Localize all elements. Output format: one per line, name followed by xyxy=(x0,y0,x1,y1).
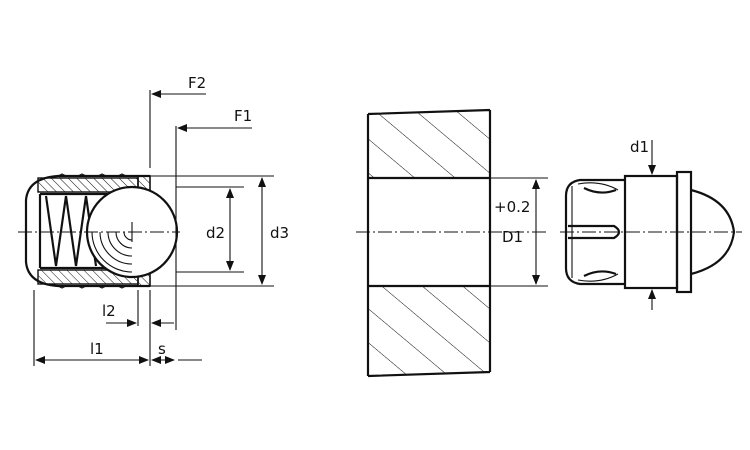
d2-label: d2 xyxy=(206,224,225,242)
f1-label: F1 xyxy=(234,107,252,125)
l1-label: l1 xyxy=(90,340,104,358)
d1-label: d1 xyxy=(630,138,649,156)
body-slot-edges xyxy=(583,187,617,277)
spring xyxy=(44,195,98,267)
center-pin xyxy=(568,224,621,240)
block-lower-fill xyxy=(368,286,490,376)
tolerance-label: +0.2 xyxy=(494,198,530,216)
block-outline xyxy=(366,108,492,378)
plunger-exterior-view: d1 xyxy=(560,138,742,310)
thread-grooves xyxy=(57,173,127,289)
block-upper-fill xyxy=(368,110,490,178)
mounting-hole-view: +0.2 D1 xyxy=(356,108,548,378)
ball-shading xyxy=(91,231,133,273)
ball-dome xyxy=(690,188,736,276)
s-label: s xyxy=(158,340,166,358)
plunger-section-view: F2 F1 d2 d3 l2 l1 s xyxy=(18,74,289,366)
D1-label: D1 xyxy=(502,228,523,246)
l2-label: l2 xyxy=(102,302,116,320)
f2-label: F2 xyxy=(188,74,206,92)
d3-label: d3 xyxy=(270,224,289,242)
body-slots xyxy=(577,182,619,282)
